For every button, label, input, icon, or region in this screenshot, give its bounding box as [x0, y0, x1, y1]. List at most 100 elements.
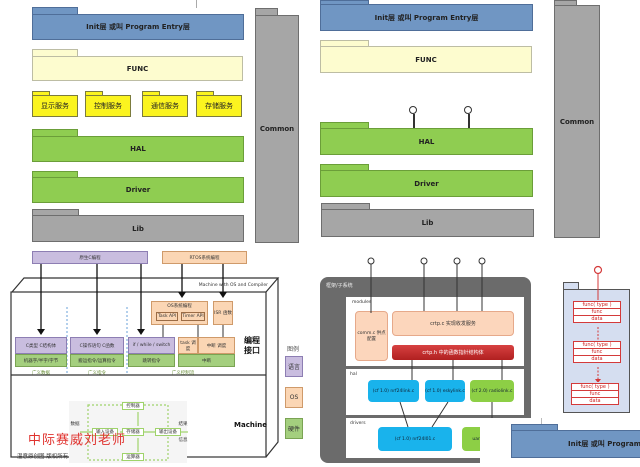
package-tab [32, 209, 79, 216]
func-node-title: func( type ) [573, 301, 621, 309]
interface-lollipop-icon [464, 106, 472, 114]
package-tab [142, 91, 160, 96]
crazyflie-connectors [367, 257, 503, 428]
package-tab [320, 164, 369, 171]
common-label: Common [559, 117, 595, 126]
legend-hardware: 硬件 [285, 418, 303, 439]
task-api: Task API [156, 312, 178, 321]
interrupt-scheduling: 中断 调度 [198, 337, 235, 354]
package-tab [321, 203, 370, 210]
package-tab [320, 122, 369, 129]
init-layer: Init层 或叫 Program Entry层 [32, 14, 244, 40]
c-statements-box: C操作语句 C函数 [70, 337, 124, 354]
service-label: 存储服务 [205, 102, 233, 110]
func-node-title: func( type ) [571, 383, 619, 391]
hal-item-nrf24link: (cf 1.0) nrf24link.c [368, 380, 419, 402]
copyright-text: 温意原创图 版权所有 [17, 454, 69, 460]
package-tab [32, 171, 78, 178]
service-control: 控制服务 [85, 95, 131, 117]
legend-title: 图例 [287, 346, 300, 353]
divider [196, 0, 197, 8]
timer-api: Timer API [181, 312, 205, 321]
package-tab [32, 129, 78, 136]
package-tab [196, 91, 214, 96]
service-storage: 存储服务 [196, 95, 242, 117]
caption-control-flow: 广义控制流 [171, 371, 195, 376]
io-label: 数据 [70, 422, 80, 427]
service-label: 通信服务 [151, 102, 179, 110]
machine-word-box: 机器字/半字/字节 [15, 354, 67, 367]
package-tab [563, 282, 579, 289]
interface-lollipop-icon [409, 106, 417, 114]
driver-label: Driver [414, 179, 439, 188]
package-tab [320, 40, 369, 47]
func-node-func: func [571, 391, 619, 398]
init-layer: Init层 或叫 Program Entry层 [511, 430, 640, 458]
isr-function: ISR 函数 [213, 301, 233, 325]
jump-box: 跳转指令 [128, 354, 175, 367]
common-layer: Common [554, 5, 600, 238]
func-node: func( type ) func data [571, 383, 619, 405]
cpu-unit-memory: 存储器 [122, 428, 144, 436]
package-tab [32, 49, 78, 56]
drivers-panel-label: drivers [350, 421, 366, 426]
connector-line [468, 114, 470, 129]
lib-label: Lib [132, 224, 144, 233]
func-node-func: func [573, 309, 621, 316]
common-layer: Common [255, 15, 299, 243]
init-layer: Init层 或叫 Program Entry层 [320, 4, 533, 31]
hal-label: HAL [418, 137, 435, 146]
legend-language: 语言 [285, 356, 303, 377]
driver-layer: Driver [320, 170, 533, 197]
caption-instructions: 广义指令 [88, 371, 106, 376]
func-node-data: data [573, 356, 621, 363]
subsystem-label: 框架/子系统 [326, 283, 353, 289]
hal-item-eskylink: (cf 1.0) eskylink.c [425, 380, 465, 402]
hal-layer: HAL [32, 136, 244, 162]
lib-label: Lib [421, 219, 434, 227]
package-tab [255, 8, 278, 15]
package-tab [554, 0, 577, 5]
cpu-unit-controller: 控制器 [122, 402, 144, 410]
rtos-programming: RTOS系统编程 [162, 251, 247, 264]
bare-c-label: 原生C编程 [79, 255, 101, 261]
package-tab [32, 91, 50, 96]
driver-label: Driver [125, 186, 151, 194]
modules-label: modules [352, 300, 372, 305]
service-label: 显示服务 [41, 102, 69, 110]
io-label: 信息 [178, 438, 188, 443]
c-types-box: C类型 C结构体 [15, 337, 67, 354]
hal-label: HAL [130, 145, 146, 153]
package-tab [511, 424, 558, 431]
task-scheduling: task 调度 [178, 337, 198, 354]
init-layer-label: Init层 或叫 Program Entry层 [568, 440, 640, 448]
hal-panel-label: hal [350, 372, 357, 377]
func-layer-label: FUNC [415, 55, 437, 64]
init-layer-label: Init层 或叫 Program Entry层 [86, 23, 190, 31]
service-label: 控制服务 [94, 102, 122, 110]
machine-label: Machine [234, 421, 267, 429]
caption-data: 广义数据 [32, 371, 50, 376]
os-system-call-box: OS系统编程 Task API Timer API [151, 301, 208, 325]
interrupt-box: 中断 [178, 354, 235, 367]
package-tab [320, 0, 369, 4]
init-layer-label: Init层 或叫 Program Entry层 [374, 13, 479, 22]
os-system-call-label: OS系统编程 [167, 304, 192, 309]
func-layer-label: FUNC [126, 64, 149, 73]
func-node-func: func [573, 349, 621, 356]
service-comm: 通信服务 [142, 95, 188, 117]
cpu-unit-output: 输出设备 [155, 428, 181, 436]
lib-layer: Lib [32, 215, 244, 242]
legend-os: OS [285, 387, 303, 408]
func-layer: FUNC [320, 46, 532, 73]
watermark: 中际赛威刘老师 [28, 433, 127, 448]
rtos-label: RTOS系统编程 [189, 255, 220, 261]
func-node-data: data [573, 316, 621, 323]
bare-c-programming: 原生C编程 [32, 251, 148, 264]
service-display: 显示服务 [32, 95, 78, 117]
control-flow-box: if / while / switch [128, 337, 175, 354]
func-node: func( type ) func data [573, 301, 621, 323]
machine-os-label: Machine with OS and Compiler [198, 282, 268, 288]
lib-layer: Lib [321, 209, 534, 237]
func-node: func( type ) func data [573, 341, 621, 363]
